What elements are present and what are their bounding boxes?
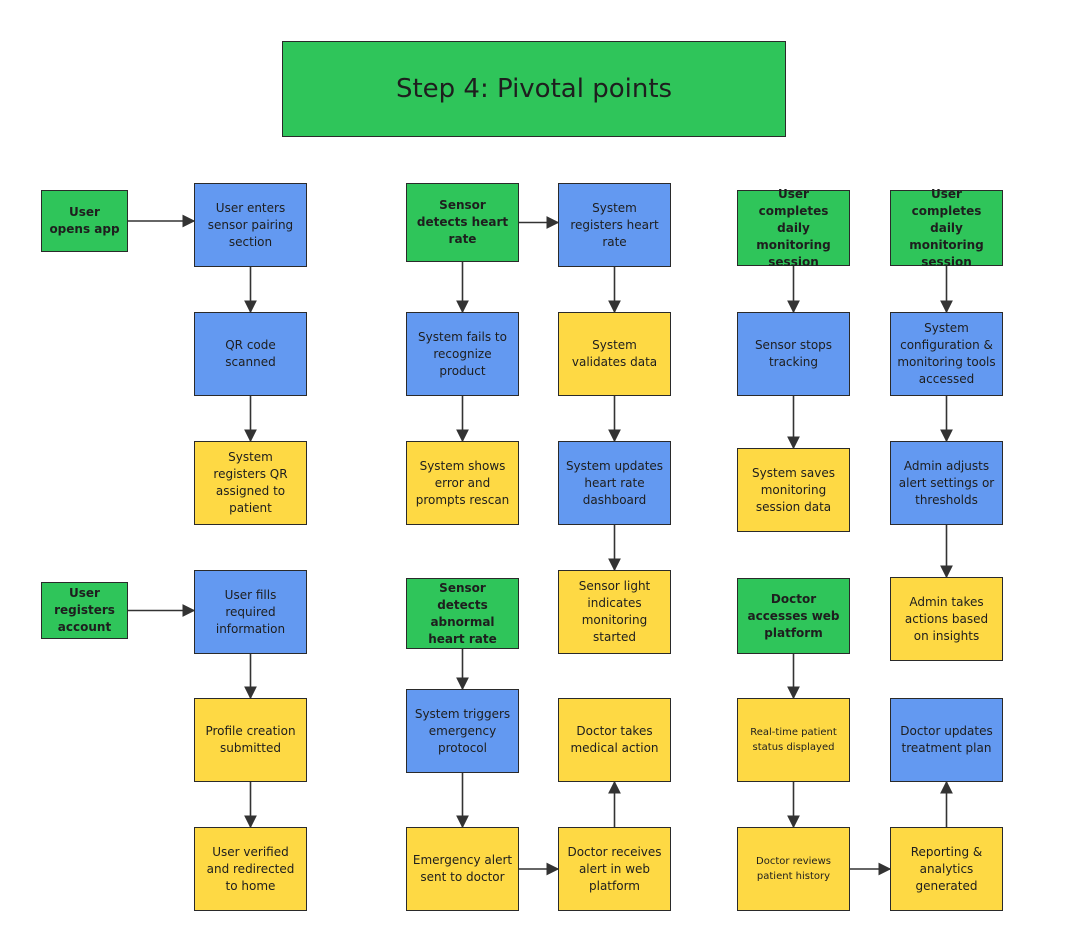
flow-node-g3: System saves monitoring session data [737, 448, 850, 532]
flow-node-d2: System validates data [558, 312, 671, 396]
flow-node-a2: User enters sensor pairing section [194, 183, 307, 267]
flow-node-e3: Emergency alert sent to doctor [406, 827, 519, 911]
flow-node-a1: User opens app [41, 190, 128, 252]
flow-node-d1: System registers heart rate [558, 183, 671, 267]
flow-node-b4: User verified and redirected to home [194, 827, 307, 911]
flow-node-b2: User fills required information [194, 570, 307, 654]
diagram-title: Step 4: Pivotal points [282, 41, 786, 137]
flow-node-c2: System fails to recognize product [406, 312, 519, 396]
flow-node-j2: Reporting & analytics generated [890, 827, 1003, 911]
connectors [128, 214, 953, 876]
flow-node-i2: Real-time patient status displayed [737, 698, 850, 782]
flow-node-d3: System updates heart rate dashboard [558, 441, 671, 525]
flow-node-i3: Doctor reviews patient history [737, 827, 850, 911]
flow-node-j1: Doctor updates treatment plan [890, 698, 1003, 782]
flow-node-a3: QR code scanned [194, 312, 307, 396]
flow-node-g2: Sensor stops tracking [737, 312, 850, 396]
flow-node-h2: System configuration & monitoring tools … [890, 312, 1003, 396]
flow-node-e2: System triggers emergency protocol [406, 689, 519, 773]
flow-node-e1: Sensor detects abnormal heart rate [406, 578, 519, 649]
flow-node-h1: User completes daily monitoring session [890, 187, 1003, 269]
flow-node-g1: User completes daily monitoring session [737, 187, 850, 269]
flow-node-d4: Sensor light indicates monitoring starte… [558, 570, 671, 654]
flow-node-f2: Doctor receives alert in web platform [558, 827, 671, 911]
flow-node-i1: Doctor accesses web platform [737, 578, 850, 654]
flow-node-b3: Profile creation submitted [194, 698, 307, 782]
flow-node-h4: Admin takes actions based on insights [890, 577, 1003, 661]
flow-node-c1: Sensor detects heart rate [406, 183, 519, 262]
flow-node-c3: System shows error and prompts rescan [406, 441, 519, 525]
flow-node-f1: Doctor takes medical action [558, 698, 671, 782]
flow-node-a4: System registers QR assigned to patient [194, 441, 307, 525]
flow-node-h3: Admin adjusts alert settings or threshol… [890, 441, 1003, 525]
flow-node-b1: User registers account [41, 582, 128, 639]
